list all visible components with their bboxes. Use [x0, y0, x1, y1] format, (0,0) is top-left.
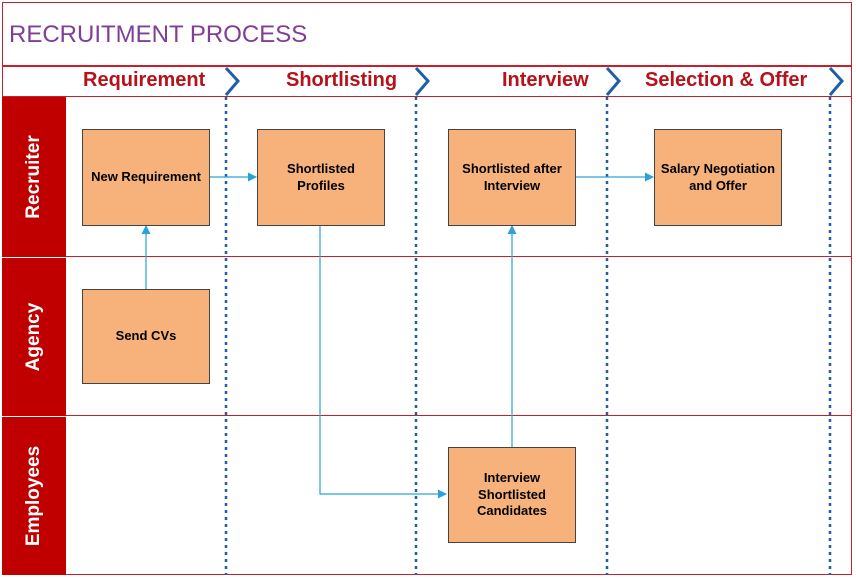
- phase-chevron-3: [605, 66, 622, 96]
- phase-shortlisting: Shortlisting: [286, 69, 398, 91]
- arrow-shortlisted-to-interview: [319, 226, 447, 499]
- title-bar: RECRUITMENT PROCESS: [2, 2, 852, 66]
- box-shortlisted-profiles: Shortlisted Profiles: [257, 129, 385, 226]
- box-shortlisted-after-interview: Shortlisted after Interview: [448, 129, 576, 226]
- lane-label-employees: Employees: [2, 416, 66, 575]
- diagram-title: RECRUITMENT PROCESS: [9, 21, 308, 48]
- lane-label-agency: Agency: [2, 257, 66, 416]
- lane-label-recruiter: Recruiter: [2, 97, 66, 257]
- lane-row-agency: [66, 257, 852, 416]
- phase-chevron-1: [224, 66, 241, 96]
- phase-chevron-4: [828, 66, 845, 96]
- phase-selection-offer: Selection & Offer: [645, 69, 808, 91]
- phase-chevron-2: [414, 66, 431, 96]
- box-salary-negotiation-offer: Salary Negotiation and Offer: [654, 129, 782, 226]
- lane-row-recruiter: [66, 97, 852, 257]
- box-new-requirement: New Requirement: [82, 129, 210, 226]
- phase-interview: Interview: [502, 69, 589, 91]
- box-interview-shortlisted-candidates: Interview Shortlisted Candidates: [448, 447, 576, 543]
- box-send-cvs: Send CVs: [82, 289, 210, 384]
- phase-requirement: Requirement: [83, 69, 206, 91]
